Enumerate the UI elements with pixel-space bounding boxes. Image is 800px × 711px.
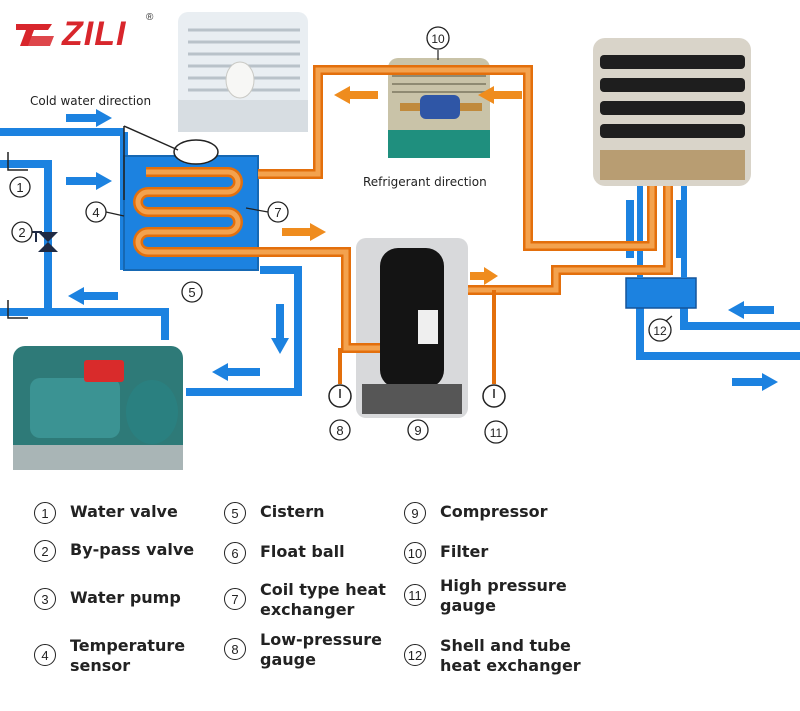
- legend-number: 4: [34, 644, 56, 666]
- water-flow-arrows: [66, 109, 778, 391]
- svg-text:4: 4: [92, 205, 99, 220]
- svg-text:10: 10: [431, 32, 445, 46]
- legend-item-10: 10 Filter: [404, 542, 488, 564]
- legend-number: 7: [224, 588, 246, 610]
- legend-item-12: 12 Shell and tube heat exchanger: [404, 636, 581, 676]
- brand-name: ZILI: [62, 15, 127, 53]
- legend-item-5: 5 Cistern: [224, 502, 325, 524]
- legend-number: 8: [224, 638, 246, 660]
- legend-item-1: 1 Water valve: [34, 502, 178, 524]
- svg-text:1: 1: [16, 180, 23, 195]
- cold-water-direction-label: Cold water direction: [30, 94, 151, 108]
- coil-heat-exchanger: [133, 167, 260, 257]
- callout-7: 7: [267, 201, 289, 223]
- legend-item-8: 8 Low-pressure gauge: [224, 630, 382, 670]
- shell-tube-exchanger: [625, 277, 697, 309]
- water-valve-icon: [7, 152, 28, 319]
- legend-label: Compressor: [440, 502, 548, 521]
- callout-12: 12: [648, 318, 672, 342]
- legend-number: 10: [404, 542, 426, 564]
- compressor-photo: [356, 238, 468, 418]
- water-pump-photo: [13, 346, 183, 470]
- zili-logo: ZILI ®: [12, 12, 162, 53]
- legend-number: 11: [404, 584, 426, 606]
- legend-number: 5: [224, 502, 246, 524]
- registered-mark: ®: [146, 12, 154, 23]
- svg-text:9: 9: [414, 423, 421, 438]
- float-ball-icon: [173, 139, 219, 165]
- svg-text:7: 7: [274, 205, 281, 220]
- legend-item-7: 7 Coil type heat exchanger: [224, 580, 386, 620]
- callout-8: 8: [329, 419, 351, 441]
- legend-number: 12: [404, 644, 426, 666]
- legend-label: High pressure gauge: [440, 576, 567, 615]
- svg-text:8: 8: [336, 423, 343, 438]
- callout-9: 9: [407, 419, 429, 441]
- low-pressure-gauge-icon: [328, 384, 352, 408]
- legend-label: Water valve: [70, 502, 178, 521]
- legend-number: 6: [224, 542, 246, 564]
- legend-item-6: 6 Float ball: [224, 542, 345, 564]
- svg-text:12: 12: [653, 324, 667, 338]
- svg-text:5: 5: [188, 285, 195, 300]
- callout-10: 10: [426, 26, 450, 50]
- float-ball-photo: [178, 12, 308, 132]
- refrigerant-flow-arrows: [282, 86, 522, 285]
- high-pressure-gauge-icon: [482, 384, 506, 408]
- callout-11: 11: [484, 420, 508, 444]
- legend-label: Low-pressure gauge: [260, 630, 382, 669]
- legend-label: Float ball: [260, 542, 345, 561]
- legend-number: 3: [34, 588, 56, 610]
- svg-text:11: 11: [490, 426, 503, 440]
- legend-label: Shell and tube heat exchanger: [440, 636, 581, 675]
- legend-number: 1: [34, 502, 56, 524]
- shell-tube-photo: [593, 38, 751, 186]
- legend-label: Filter: [440, 542, 489, 561]
- svg-text:2: 2: [18, 225, 25, 240]
- refrigerant-direction-label: Refrigerant direction: [363, 175, 487, 189]
- legend-item-4: 4 Temperature sensor: [34, 636, 185, 676]
- filter-photo: [388, 58, 490, 158]
- legend-item-11: 11 High pressure gauge: [404, 576, 567, 616]
- callout-4: 4: [85, 201, 107, 223]
- callout-5: 5: [181, 281, 203, 303]
- legend-label: Temperature sensor: [70, 636, 186, 675]
- legend-label: Coil type heat exchanger: [260, 580, 386, 619]
- refrigerant-pipes: [258, 65, 673, 384]
- legend-number: 2: [34, 540, 56, 562]
- legend-label: Water pump: [70, 588, 181, 607]
- legend-item-9: 9 Compressor: [404, 502, 548, 524]
- legend-label: Cistern: [260, 502, 325, 521]
- legend-label: By-pass valve: [70, 540, 195, 559]
- callout-1: 1: [9, 176, 31, 198]
- zili-logo-mark-icon: [16, 24, 54, 46]
- legend-number: 9: [404, 502, 426, 524]
- callout-2: 2: [11, 221, 33, 243]
- legend-item-3: 3 Water pump: [34, 588, 181, 610]
- legend-item-2: 2 By-pass valve: [34, 540, 194, 562]
